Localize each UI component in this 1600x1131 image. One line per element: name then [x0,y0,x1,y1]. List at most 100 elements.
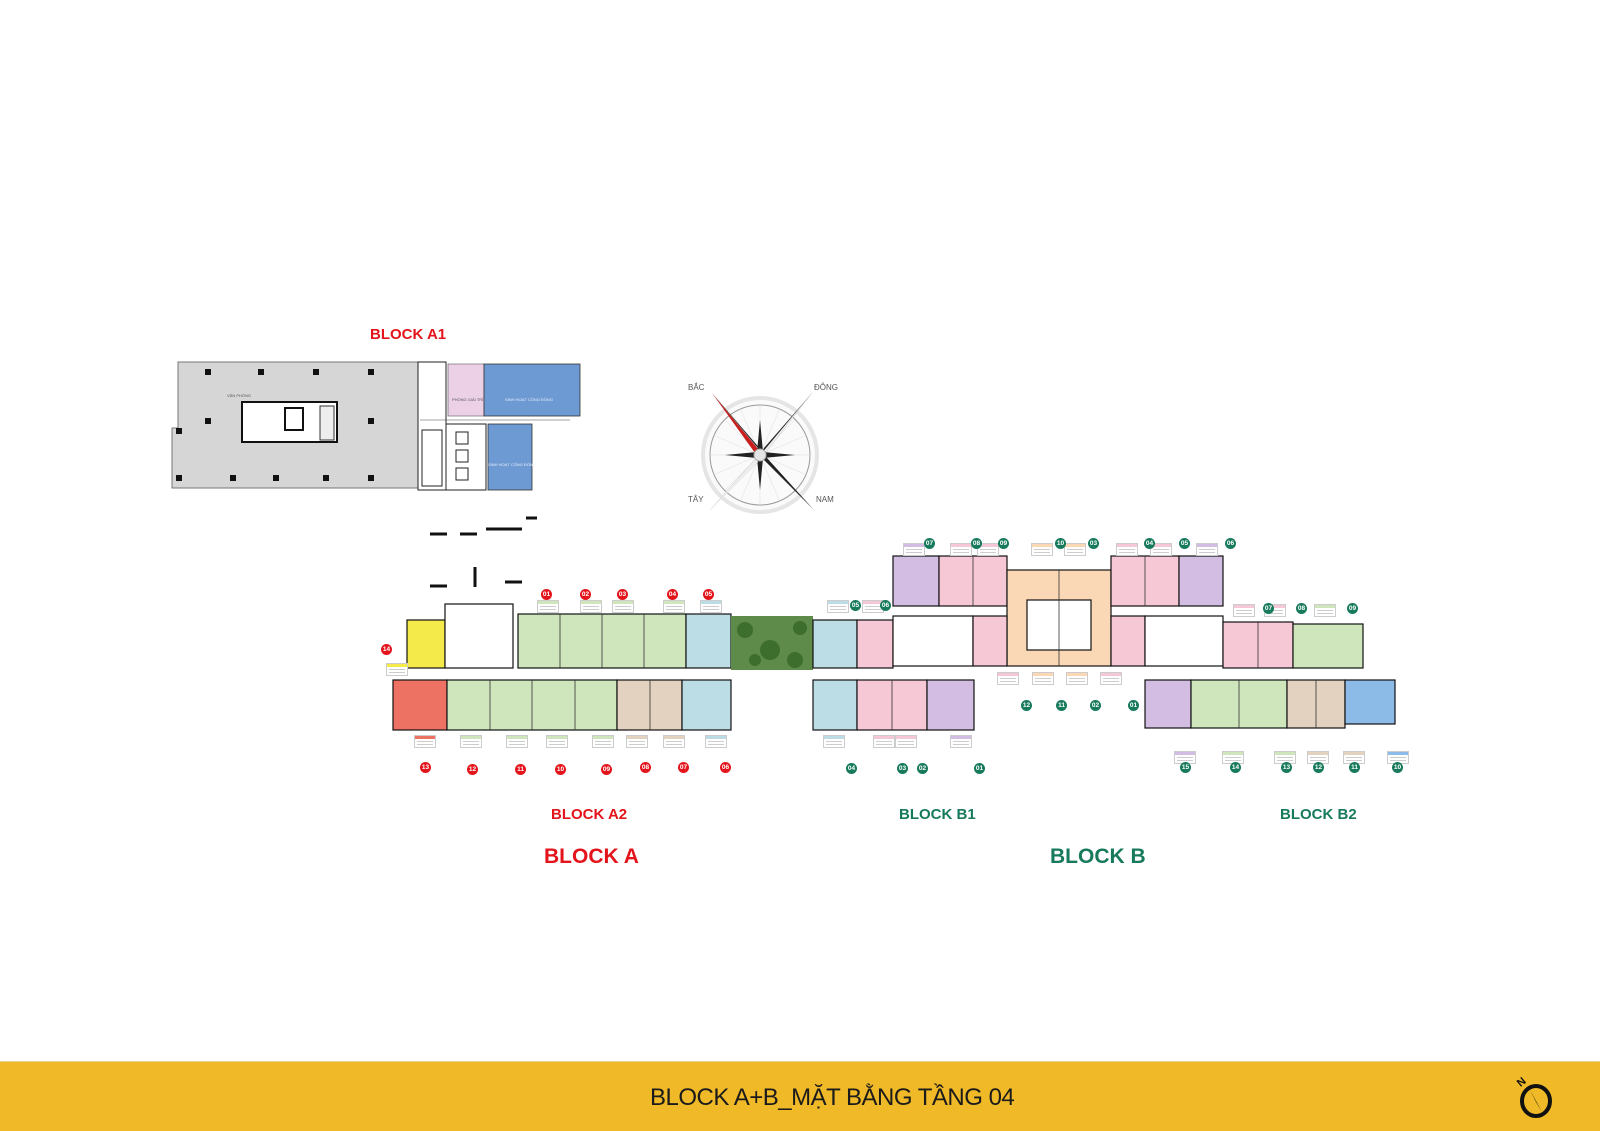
compass-east-label: ĐÔNG [814,383,838,392]
unit-tag [1150,543,1172,556]
unit-b2-10 [1344,679,1396,725]
block-a2-label: BLOCK A2 [551,806,628,823]
unit-badge-a2-14[interactable]: 14 [381,644,392,655]
unit-tag [460,735,482,748]
unit-badge-b2-09[interactable]: 09 [1347,603,1358,614]
footer-bar: BLOCK A+B_MẶT BẰNG TẦNG 04 N [0,1061,1600,1131]
community-label-1: SINH HOẠT CỘNG ĐỒNG [505,397,553,402]
floor-plan [392,555,1396,731]
block-b-label: BLOCK B [1050,845,1146,868]
unit-badge-b-03[interactable]: 03 [1088,538,1099,549]
block-a1-plan [171,361,581,491]
unit-badge-a2-07[interactable]: 07 [678,762,689,773]
unit-badge-a2-02[interactable]: 02 [580,589,591,600]
unit-badge-b2-10[interactable]: 10 [1392,762,1403,773]
unit-badge-b2-11[interactable]: 11 [1349,762,1360,773]
unit-badge-b2-07[interactable]: 07 [1263,603,1274,614]
unit-badge-b-08[interactable]: 08 [971,538,982,549]
unit-tag [1174,751,1196,764]
unit-b1-04 [812,679,858,731]
unit-tag [546,735,568,748]
unit-badge-b2-08[interactable]: 08 [1296,603,1307,614]
unit-badge-a2-08[interactable]: 08 [640,762,651,773]
unit-tag [537,600,559,613]
unit-badge-a2-12[interactable]: 12 [467,764,478,775]
unit-badge-b2-14[interactable]: 14 [1230,762,1241,773]
unit-tag [1066,672,1088,685]
north-arrow-icon: N [1515,1075,1552,1118]
community-room-1 [483,363,581,417]
unit-tag [950,543,972,556]
unit-tag [386,663,408,676]
unit-badge-b-05[interactable]: 05 [1179,538,1190,549]
unit-tag [705,735,727,748]
block-a-label: BLOCK A [544,845,639,868]
core-b1 [892,615,974,667]
unit-badge-b1-05[interactable]: 05 [850,600,861,611]
unit-tag [903,543,925,556]
unit-badge-a2-01[interactable]: 01 [541,589,552,600]
unit-badge-a2-03[interactable]: 03 [617,589,628,600]
unit-badge-a2-13[interactable]: 13 [420,762,431,773]
unit-tag [612,600,634,613]
units-a2-07-08 [616,679,683,731]
unit-badge-b2-13[interactable]: 13 [1281,762,1292,773]
unit-badge-a2-05[interactable]: 05 [703,589,714,600]
compass-icon [701,392,819,514]
unit-badge-a2-11[interactable]: 11 [515,764,526,775]
unit-badge-b-01[interactable]: 01 [1128,700,1139,711]
block-b1-label: BLOCK B1 [899,806,976,823]
unit-a2-14 [406,619,446,669]
unit-tag [1233,604,1255,617]
unit-badge-a2-04[interactable]: 04 [667,589,678,600]
unit-tag [1274,751,1296,764]
unit-badge-b1-04[interactable]: 04 [846,763,857,774]
unit-badge-b-06[interactable]: 06 [1225,538,1236,549]
unit-badge-b-04[interactable]: 04 [1144,538,1155,549]
community-label-2: SINH HOẠT CỘNG ĐỒNG [488,462,536,467]
compass-rose [690,380,840,515]
unit-badge-b-07[interactable]: 07 [924,538,935,549]
unit-tag [592,735,614,748]
unit-tag [827,600,849,613]
unit-b1-01 [926,679,975,731]
unit-tag [1100,672,1122,685]
block-b2-label: BLOCK B2 [1280,806,1357,823]
unit-tag [663,735,685,748]
unit-a2-13 [392,679,448,731]
unit-tag [895,735,917,748]
unit-b2-09 [1292,623,1364,669]
unit-badge-b1-06[interactable]: 06 [880,600,891,611]
unit-b1-05 [812,619,858,669]
unit-tag [977,543,999,556]
unit-tag [1031,543,1053,556]
unit-tag [950,735,972,748]
unit-tag [663,600,685,613]
compass-south-label: NAM [816,495,834,504]
unit-badge-b-11[interactable]: 11 [1056,700,1067,711]
unit-tag [823,735,845,748]
unit-tag [700,600,722,613]
unit-badge-b1-03[interactable]: 03 [897,763,908,774]
unit-tag [1196,543,1218,556]
unit-tag [1307,751,1329,764]
unit-badge-a2-10[interactable]: 10 [555,764,566,775]
unit-b-01 [1110,615,1146,667]
unit-badge-a2-09[interactable]: 09 [601,764,612,775]
unit-badge-b2-12[interactable]: 12 [1313,762,1324,773]
garden-trees [737,621,807,668]
unit-a2-05 [685,613,732,669]
unit-badge-a2-06[interactable]: 06 [720,762,731,773]
unit-tag [506,735,528,748]
entertainment-label: PHÒNG GIẢI TRÍ [452,397,484,402]
unit-badge-b1-02[interactable]: 02 [917,763,928,774]
unit-badge-b-09[interactable]: 09 [998,538,1009,549]
unit-tag [997,672,1019,685]
compass-west-label: TÂY [688,495,704,504]
unit-tag [414,735,436,748]
unit-badge-b1-01[interactable]: 01 [974,763,985,774]
unit-badge-b-12[interactable]: 12 [1021,700,1032,711]
unit-badge-b-02[interactable]: 02 [1090,700,1101,711]
unit-badge-b-10[interactable]: 10 [1055,538,1066,549]
unit-badge-b2-15[interactable]: 15 [1180,762,1191,773]
